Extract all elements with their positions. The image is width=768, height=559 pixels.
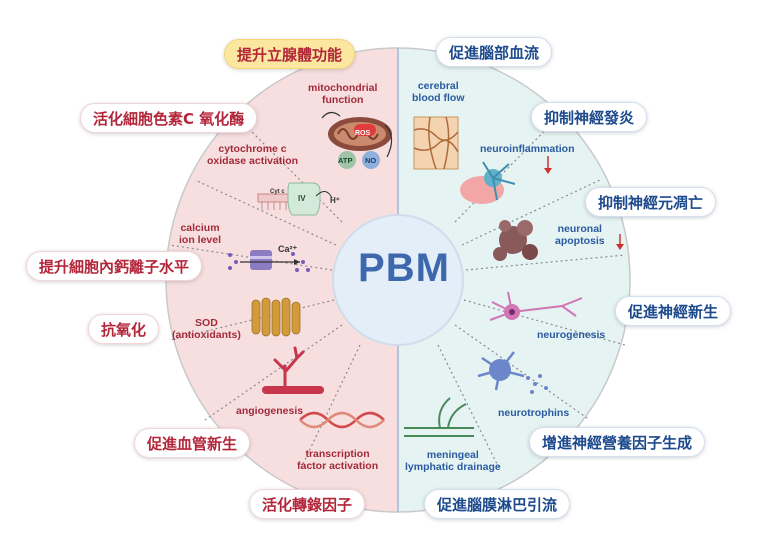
label-sod-antioxidants: SOD(antioxidants) bbox=[172, 317, 241, 341]
cytc-text: Cyt c bbox=[270, 189, 285, 195]
pill-neurogenesis: 促進神經新生 bbox=[615, 296, 732, 326]
center-circle bbox=[332, 214, 464, 346]
pill-gland-function: 提升立腺體功能 bbox=[224, 39, 356, 69]
pill-antioxidation: 抗氧化 bbox=[88, 314, 160, 344]
mitochondrion-icon bbox=[321, 111, 393, 169]
label-angiogenesis: angiogenesis bbox=[236, 405, 304, 417]
pill-cerebral-blood-flow: 促進腦部血流 bbox=[436, 37, 553, 67]
pill-angiogenesis: 促進血管新生 bbox=[134, 428, 251, 458]
blood-vessel-icon bbox=[262, 346, 324, 394]
center-pbm-label: PBM bbox=[358, 246, 450, 290]
sod-enzyme-icon bbox=[251, 297, 301, 337]
calcium-channel-icon bbox=[228, 250, 310, 272]
cerebral-blood-vessel-network-icon bbox=[413, 116, 459, 170]
neuron-neurogenesis-icon bbox=[489, 291, 583, 321]
apoptotic-cell-icon bbox=[493, 220, 538, 261]
pill-neurotrophic-factors: 增進神經營養因子生成 bbox=[529, 427, 706, 457]
ros-text: ROS bbox=[355, 130, 371, 137]
decrease-arrow-apoptosis bbox=[616, 234, 624, 250]
no-text: NO bbox=[365, 156, 377, 165]
cytochrome-icon bbox=[257, 182, 333, 216]
pill-meningeal-lymphatic: 促進腦膜淋巴引流 bbox=[424, 489, 571, 519]
lymphatic-vessel-icon bbox=[404, 397, 474, 437]
pill-cytochrome-c-oxidase: 活化細胞色素C 氧化酶 bbox=[80, 103, 258, 133]
pill-neuronal-apoptosis: 抑制神經元凋亡 bbox=[585, 187, 717, 217]
label-neurotrophins: neurotrophins bbox=[498, 407, 570, 419]
dna-helix-icon bbox=[299, 411, 385, 429]
h-plus-text: H⁺ bbox=[330, 196, 340, 205]
microglia-icon bbox=[460, 161, 516, 204]
atp-text: ATP bbox=[338, 156, 353, 165]
pill-transcription-factor: 活化轉錄因子 bbox=[249, 489, 366, 519]
pill-neuroinflammation: 抑制神經發炎 bbox=[531, 102, 648, 132]
pill-intracellular-calcium: 提升細胞內鈣離子水平 bbox=[26, 251, 203, 281]
label-neurogenesis: neurogenesis bbox=[537, 329, 606, 341]
decrease-arrow-inflammation bbox=[544, 156, 552, 174]
complex-iv-text: IV bbox=[298, 194, 306, 203]
calcium-ion-text: Ca²⁺ bbox=[278, 244, 298, 254]
label-neuroinflammation: neuroinflammation bbox=[480, 143, 575, 155]
neurotrophin-neuron-icon bbox=[477, 351, 548, 394]
